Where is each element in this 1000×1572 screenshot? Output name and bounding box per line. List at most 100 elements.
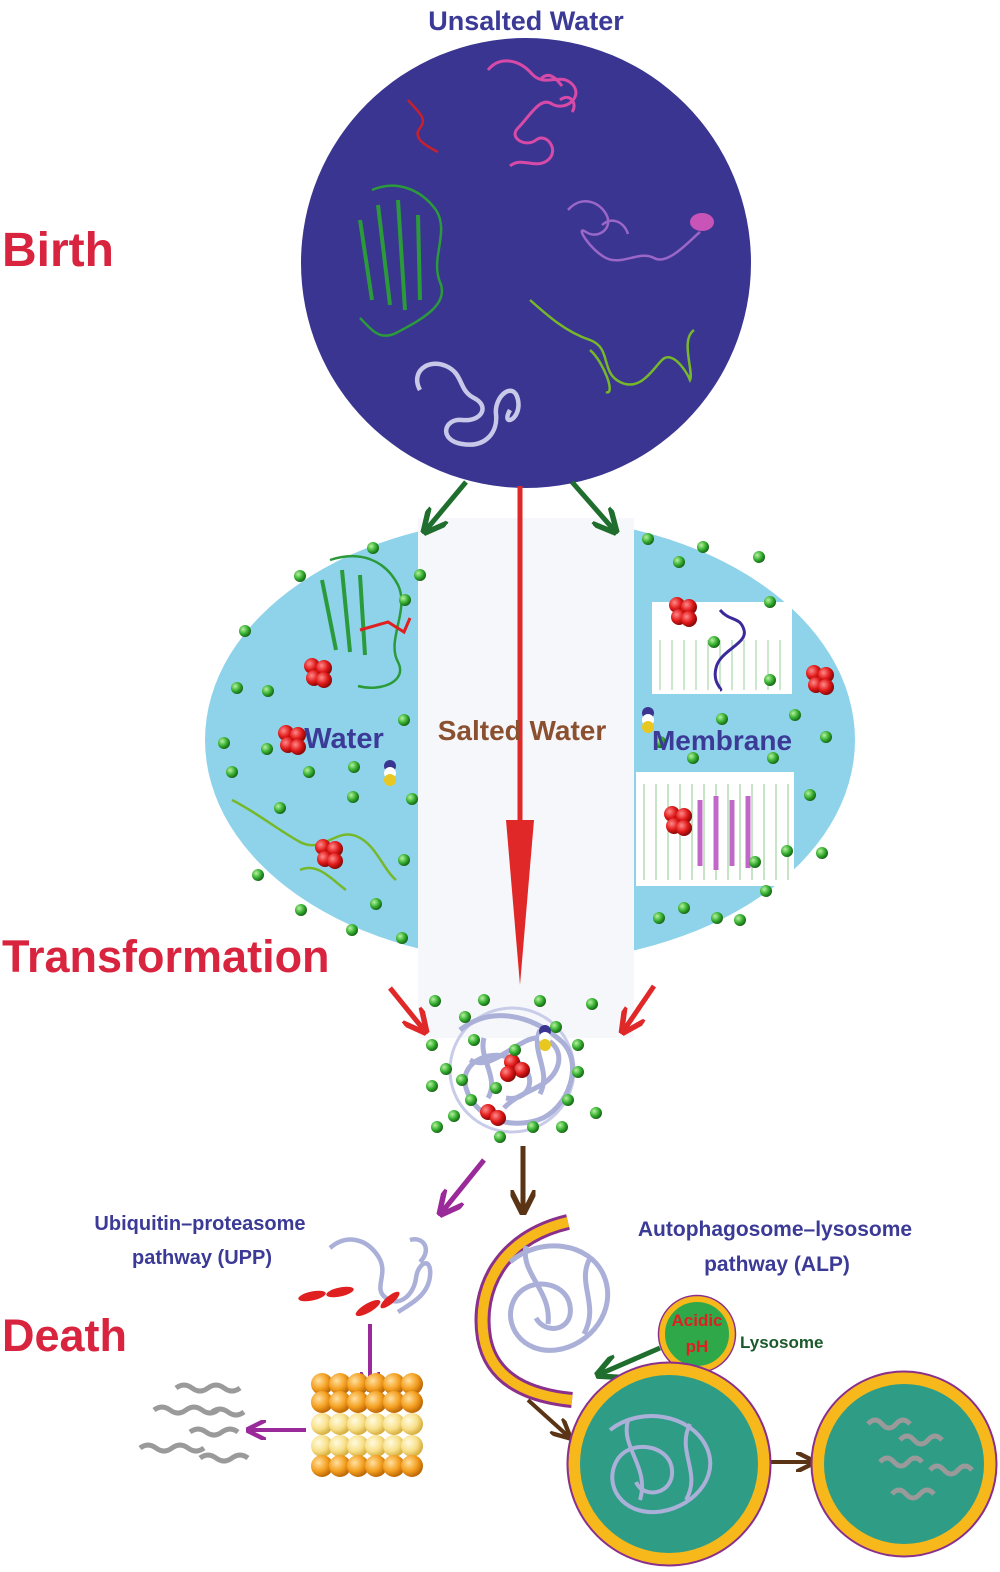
proteasome-subunit bbox=[401, 1373, 423, 1395]
red-molecules-aggregate-icon bbox=[480, 1054, 530, 1126]
salt-ion-dot bbox=[346, 924, 358, 936]
salt-ion-dot bbox=[399, 594, 411, 606]
salt-ion-dot bbox=[398, 714, 410, 726]
proteasome-subunit bbox=[383, 1391, 405, 1413]
salt-ion-dot bbox=[708, 636, 720, 648]
arrowhead-red-large bbox=[506, 820, 534, 985]
salt-ion-dot bbox=[468, 1034, 480, 1046]
proteasome-subunit bbox=[347, 1391, 369, 1413]
proteasome-subunit bbox=[329, 1413, 351, 1435]
salt-ion-dot bbox=[490, 1082, 502, 1094]
salt-ion-dot bbox=[781, 845, 793, 857]
proteasome-subunit bbox=[311, 1455, 333, 1477]
protein-green-sheet-icon bbox=[358, 184, 444, 337]
salt-ion-dot bbox=[456, 1074, 468, 1086]
salt-ion-dot bbox=[534, 995, 546, 1007]
salt-ion-dot bbox=[218, 737, 230, 749]
proteasome-subunit bbox=[311, 1391, 333, 1413]
proteasome-subunit bbox=[329, 1455, 351, 1477]
salt-ion-dot bbox=[509, 1044, 521, 1056]
autophagosome-membrane-inner-icon bbox=[477, 1217, 573, 1405]
arrow-birth-to-water bbox=[426, 480, 468, 530]
autolysosome-aggregate-icon bbox=[608, 1414, 713, 1515]
salt-ion-dot bbox=[494, 1131, 506, 1143]
red-molecule-icon bbox=[664, 806, 692, 836]
proteasome-subunit bbox=[311, 1435, 333, 1457]
salt-ion-dot bbox=[406, 793, 418, 805]
protein-yellowgreen-water-icon bbox=[231, 798, 397, 892]
arrow-membrane-to-aggregate bbox=[624, 984, 657, 1030]
salt-ion-dot bbox=[572, 1039, 584, 1051]
salt-ion-dot bbox=[687, 752, 699, 764]
salt-ion-dot bbox=[753, 551, 765, 563]
salt-ion-dot bbox=[370, 898, 382, 910]
salt-ion-dot bbox=[426, 1039, 438, 1051]
proteasome-subunit bbox=[383, 1373, 405, 1395]
salt-ion-dot bbox=[586, 998, 598, 1010]
autolysosome-outline bbox=[566, 1361, 772, 1567]
top-title: Unsalted Water bbox=[428, 6, 624, 36]
salt-ion-dot bbox=[760, 885, 772, 897]
salt-ion-dot bbox=[734, 914, 746, 926]
salt-ion-dot bbox=[749, 856, 761, 868]
salt-ion-dot bbox=[642, 533, 654, 545]
salt-ion-dot bbox=[231, 682, 243, 694]
label-salted-water: Salted Water bbox=[438, 715, 607, 746]
salt-ion-dot bbox=[764, 674, 776, 686]
salt-ion-dot bbox=[527, 1121, 539, 1133]
arrow-water-to-aggregate bbox=[388, 986, 424, 1030]
salt-ion-dot bbox=[429, 995, 441, 1007]
salt-ion-dot bbox=[697, 541, 709, 553]
salted-water-column bbox=[418, 518, 634, 1038]
stage-birth: Birth bbox=[2, 224, 114, 277]
proteasome-subunit bbox=[365, 1435, 387, 1457]
upp-protein-icon bbox=[328, 1237, 433, 1314]
salt-ion-dot bbox=[295, 904, 307, 916]
proteasome-subunit bbox=[365, 1373, 387, 1395]
proteasome-subunit bbox=[347, 1455, 369, 1477]
proteasome-subunit bbox=[365, 1413, 387, 1435]
salt-ion-dot bbox=[678, 902, 690, 914]
protein-green-sheet-water-icon bbox=[320, 555, 403, 689]
label-ph: pH bbox=[686, 1337, 709, 1356]
salt-ion-dot bbox=[562, 1094, 574, 1106]
salt-ion-dot bbox=[572, 1066, 584, 1078]
proteasome-subunit bbox=[329, 1435, 351, 1457]
label-water: Water bbox=[304, 723, 384, 755]
salt-ion-dot bbox=[226, 766, 238, 778]
peptide-fragments-icon bbox=[138, 1382, 250, 1464]
mixed-ion-icon bbox=[384, 760, 396, 786]
proteasome-subunit bbox=[311, 1373, 333, 1395]
salt-ion-dot bbox=[431, 1121, 443, 1133]
salt-ion-dot bbox=[764, 596, 776, 608]
label-lysosome: Lysosome bbox=[740, 1333, 823, 1352]
salt-ions-group bbox=[218, 533, 832, 1143]
salt-ion-dot bbox=[820, 731, 832, 743]
proteasome-subunit bbox=[329, 1391, 351, 1413]
proteasome-subunit bbox=[347, 1413, 369, 1435]
proteasome-subunit bbox=[383, 1413, 405, 1435]
salt-ion-dot bbox=[396, 932, 408, 944]
protein-red-fragment-icon bbox=[407, 99, 439, 154]
arrow-autophagosome-to-fusion bbox=[526, 1398, 568, 1436]
unsalted-water-circle bbox=[301, 38, 751, 488]
proteasome-subunit bbox=[347, 1373, 369, 1395]
proteasome-subunit bbox=[401, 1391, 423, 1413]
salt-ion-dot bbox=[348, 761, 360, 773]
proteasome-subunit bbox=[347, 1435, 369, 1457]
salt-ion-dot bbox=[804, 789, 816, 801]
salt-ion-dot bbox=[440, 1063, 452, 1075]
label-membrane: Membrane bbox=[652, 725, 792, 756]
salt-ion-dot bbox=[303, 766, 315, 778]
label-acidic: Acidic bbox=[671, 1311, 722, 1330]
salt-ion-dot bbox=[590, 1107, 602, 1119]
salt-ion-dot bbox=[448, 1110, 460, 1122]
protein-red-segment-icon bbox=[359, 617, 412, 635]
salt-ion-dot bbox=[556, 1121, 568, 1133]
label-upp-line1: Ubiquitin–proteasome bbox=[94, 1213, 305, 1235]
salt-ion-dot bbox=[414, 569, 426, 581]
salt-ion-dot bbox=[653, 912, 665, 924]
proteasome-icon bbox=[311, 1373, 423, 1477]
alp-aggregate-icon bbox=[508, 1243, 611, 1353]
degraded-lysosome-outline bbox=[810, 1370, 998, 1558]
